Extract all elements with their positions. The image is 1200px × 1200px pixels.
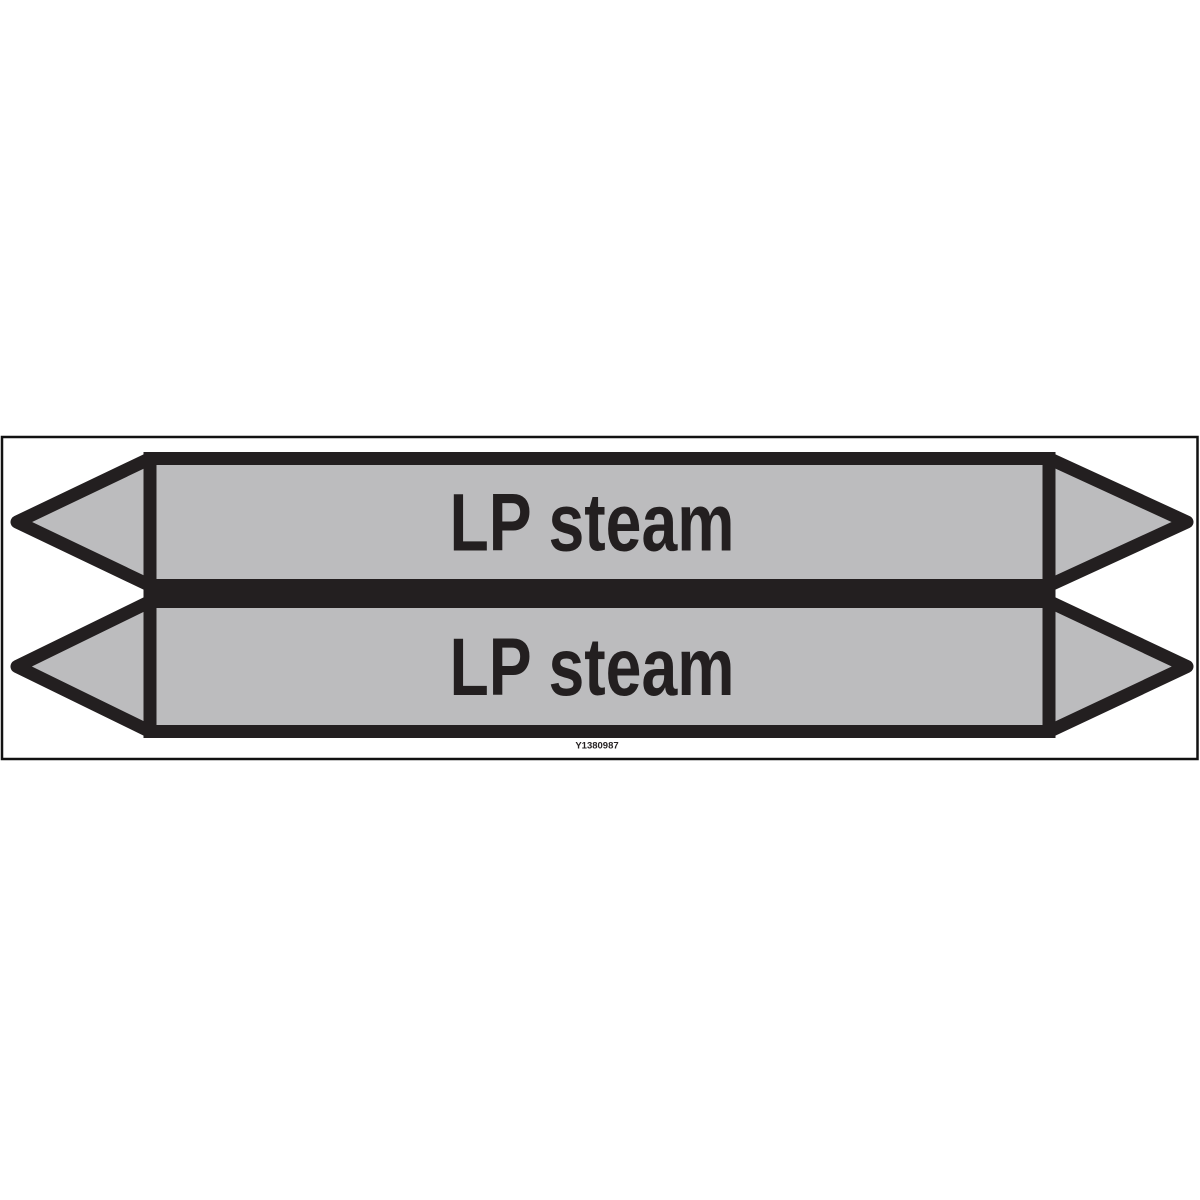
pipe-marker-label-top: LP steam <box>450 478 735 569</box>
product-code: Y1380987 <box>575 741 618 752</box>
pipe-marker-label-bottom: LP steam <box>450 622 735 713</box>
marker-middle-band <box>143 579 1056 608</box>
